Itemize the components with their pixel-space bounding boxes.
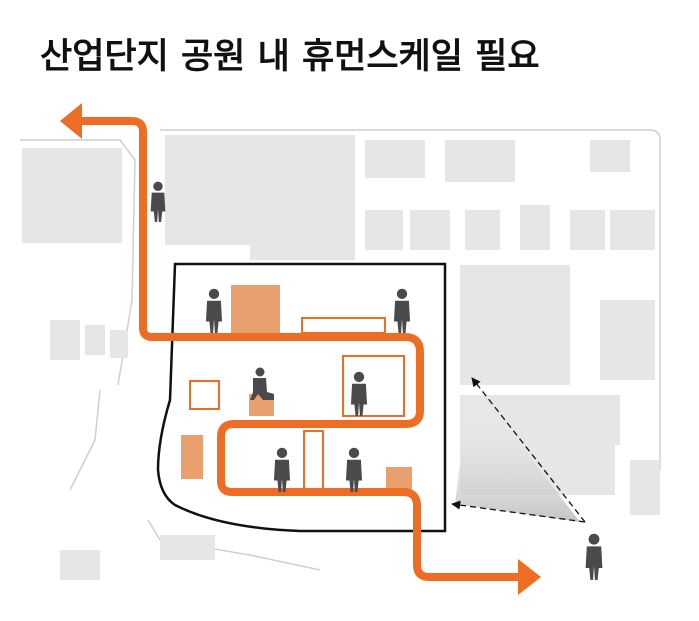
park-boundary <box>156 262 447 533</box>
activity-frames <box>189 317 405 494</box>
person-silhouette <box>150 181 166 222</box>
person-silhouettes <box>150 181 603 580</box>
route-arrow-end <box>518 559 541 595</box>
person-silhouette <box>393 288 411 333</box>
person-silhouette <box>345 447 363 492</box>
walking-route <box>72 117 518 581</box>
page-title: 산업단지 공원 내 휴먼스케일 필요 <box>40 37 540 77</box>
seated-person-silhouette <box>250 367 274 400</box>
sight-line-lower <box>451 500 586 523</box>
viewer-sight-cone <box>455 380 580 522</box>
activity-blocks <box>181 285 412 492</box>
person-silhouette <box>350 371 368 416</box>
person-silhouette <box>585 533 603 580</box>
person-silhouette <box>273 447 291 492</box>
route-arrow-start <box>60 103 82 139</box>
sight-line-upper <box>471 377 586 523</box>
person-silhouette <box>205 288 223 333</box>
